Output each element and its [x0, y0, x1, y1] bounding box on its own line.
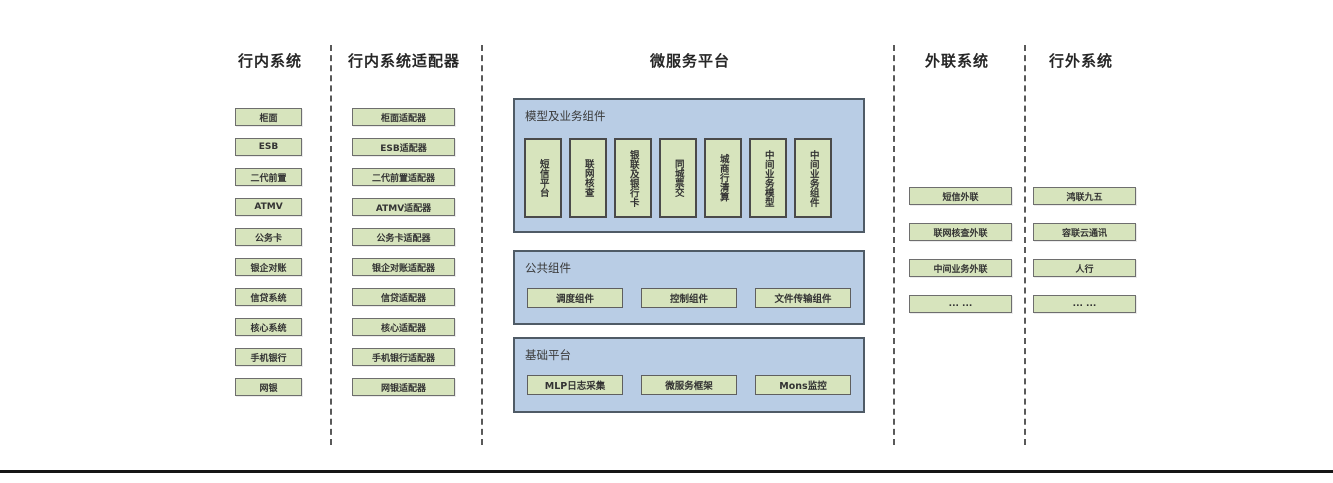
vertical-component-row: 短信平台 联网核查 银联及银行卡 同城票交 城商行清算 中间业务模型 中间业务组…: [524, 138, 832, 218]
component-box: 短信平台: [524, 138, 562, 218]
component-box: 中间业务组件: [794, 138, 832, 218]
component-box: 同城票交: [659, 138, 697, 218]
panel-base-platform: 基础平台 MLP日志采集 微服务框架 Mons监控: [513, 337, 865, 413]
component-row: MLP日志采集 微服务框架 Mons监控: [527, 375, 851, 395]
adapter-box: 二代前置适配器: [352, 168, 455, 186]
panel-title: 基础平台: [525, 348, 571, 362]
adapter-box: 核心适配器: [352, 318, 455, 336]
system-box: 网银: [235, 378, 302, 396]
component-box: 银联及银行卡: [614, 138, 652, 218]
external-box: 鸿联九五: [1033, 187, 1136, 205]
component-row: 调度组件 控制组件 文件传输组件: [527, 288, 851, 308]
outbound-box: 短信外联: [909, 187, 1012, 205]
header-outbound-systems: 外联系统: [924, 52, 990, 70]
component-label: 银联及银行卡: [627, 149, 639, 207]
component-label: 短信平台: [537, 159, 549, 197]
system-box: ATMV: [235, 198, 302, 216]
column-divider: [330, 45, 332, 445]
system-box: 银企对账: [235, 258, 302, 276]
adapter-box: ESB适配器: [352, 138, 455, 156]
column-divider: [1024, 45, 1026, 445]
component-box: 控制组件: [641, 288, 737, 308]
component-label: 城商行清算: [717, 154, 729, 202]
adapter-box: 网银适配器: [352, 378, 455, 396]
external-box: 容联云通讯: [1033, 223, 1136, 241]
outbound-box: ... ...: [909, 295, 1012, 313]
component-box: Mons监控: [755, 375, 851, 395]
system-box: 手机银行: [235, 348, 302, 366]
component-box: 中间业务模型: [749, 138, 787, 218]
outbound-box: 联网核查外联: [909, 223, 1012, 241]
adapter-box: 柜面适配器: [352, 108, 455, 126]
component-box: 联网核查: [569, 138, 607, 218]
header-internal-adapters: 行内系统适配器: [347, 52, 461, 70]
internal-adapters-column: 柜面适配器 ESB适配器 二代前置适配器 ATMV适配器 公务卡适配器 银企对账…: [352, 108, 455, 396]
component-label: 联网核查: [582, 159, 594, 197]
panel-model-business-components: 模型及业务组件 短信平台 联网核查 银联及银行卡 同城票交 城商行清算 中间业务…: [513, 98, 865, 233]
system-box: 核心系统: [235, 318, 302, 336]
system-box: 信贷系统: [235, 288, 302, 306]
adapter-box: ATMV适配器: [352, 198, 455, 216]
header-microservice-platform: 微服务平台: [649, 52, 731, 70]
panel-title: 模型及业务组件: [525, 109, 606, 123]
adapter-box: 银企对账适配器: [352, 258, 455, 276]
external-systems-column: 鸿联九五 容联云通讯 人行 ... ...: [1033, 187, 1136, 313]
column-divider: [893, 45, 895, 445]
system-box: 柜面: [235, 108, 302, 126]
header-internal-systems: 行内系统: [237, 52, 303, 70]
component-label: 同城票交: [672, 159, 684, 197]
bottom-rule: [0, 470, 1333, 473]
adapter-box: 信贷适配器: [352, 288, 455, 306]
internal-systems-column: 柜面 ESB 二代前置 ATMV 公务卡 银企对账 信贷系统 核心系统 手机银行…: [235, 108, 302, 396]
component-label: 中间业务模型: [762, 149, 774, 207]
external-box: ... ...: [1033, 295, 1136, 313]
component-box: 文件传输组件: [755, 288, 851, 308]
panel-title: 公共组件: [525, 261, 571, 275]
header-external-systems: 行外系统: [1048, 52, 1114, 70]
component-box: 调度组件: [527, 288, 623, 308]
component-label: 中间业务组件: [807, 149, 819, 207]
component-box: 微服务框架: [641, 375, 737, 395]
external-box: 人行: [1033, 259, 1136, 277]
adapter-box: 公务卡适配器: [352, 228, 455, 246]
outbound-systems-column: 短信外联 联网核查外联 中间业务外联 ... ...: [909, 187, 1012, 313]
column-divider: [481, 45, 483, 445]
system-box: ESB: [235, 138, 302, 156]
system-box: 公务卡: [235, 228, 302, 246]
component-box: 城商行清算: [704, 138, 742, 218]
system-box: 二代前置: [235, 168, 302, 186]
panel-common-components: 公共组件 调度组件 控制组件 文件传输组件: [513, 250, 865, 325]
component-box: MLP日志采集: [527, 375, 623, 395]
outbound-box: 中间业务外联: [909, 259, 1012, 277]
adapter-box: 手机银行适配器: [352, 348, 455, 366]
